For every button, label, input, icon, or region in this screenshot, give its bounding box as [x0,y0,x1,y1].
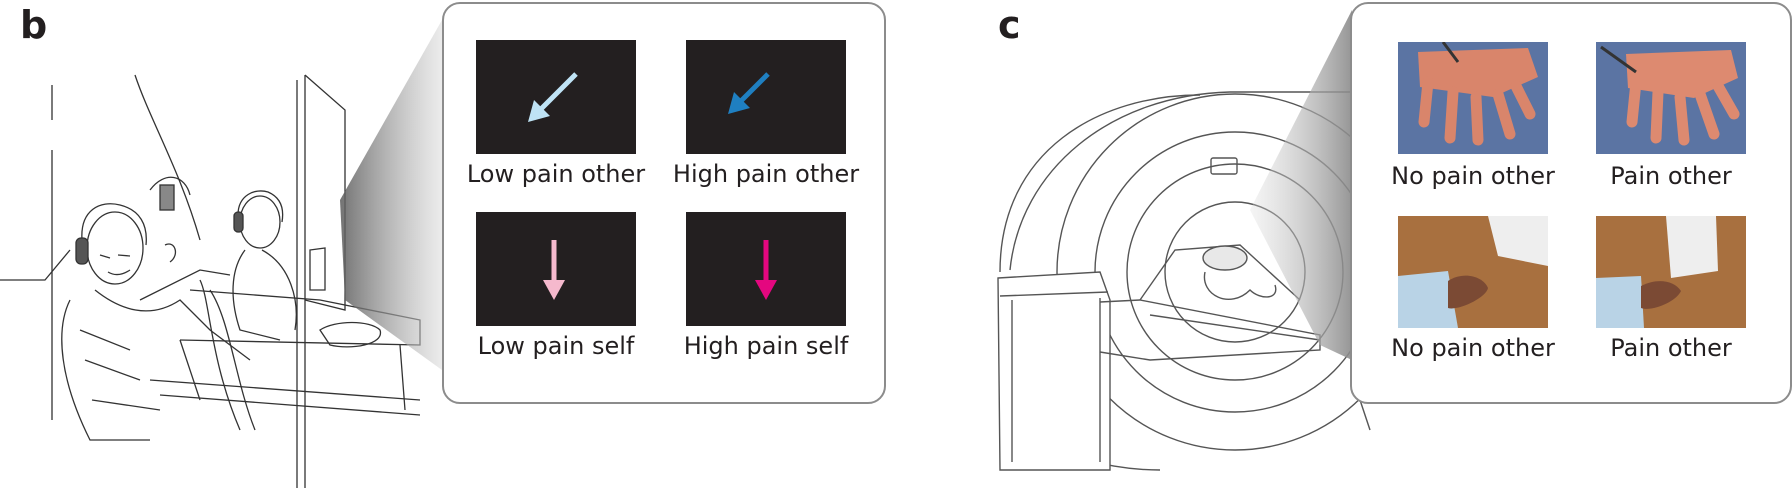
participants-line-drawing [0,74,421,488]
zoom-beam-b [340,20,442,370]
photo-caption: Pain other [1610,334,1732,362]
cue-caption: High pain self [683,332,849,360]
cue-tile-high-pain-self [686,212,846,326]
cue-tile-low-pain-other [476,40,636,154]
panel-c-letter: c [998,3,1021,47]
photo-hand-no-pain [1398,42,1548,154]
zoom-beam-c [1250,10,1352,360]
cue-tile-high-pain-other [686,40,846,154]
down-left-arrow-icon [728,72,770,114]
photo-hand-pain [1596,42,1746,154]
mri-scanner-line-drawing [997,91,1414,471]
photo-caption: No pain other [1391,334,1555,362]
cue-caption: Low pain other [466,160,646,188]
cue-tile-low-pain-self [476,212,636,326]
photo-foot-no-pain [1398,216,1548,328]
photo-caption: No pain other [1391,162,1555,190]
panel-b-letter: b [20,3,48,47]
foot-photo-icon [1398,216,1548,328]
photo-caption: Pain other [1610,162,1732,190]
foot-photo-icon [1596,216,1746,328]
down-arrow-icon [543,240,565,300]
down-left-arrow-icon [528,72,578,122]
cue-caption: Low pain self [477,332,635,360]
down-arrow-icon [755,240,777,300]
hand-photo-icon [1596,42,1746,154]
cue-caption: High pain other [672,160,860,188]
hand-photo-icon [1398,42,1548,154]
photo-foot-pain [1596,216,1746,328]
